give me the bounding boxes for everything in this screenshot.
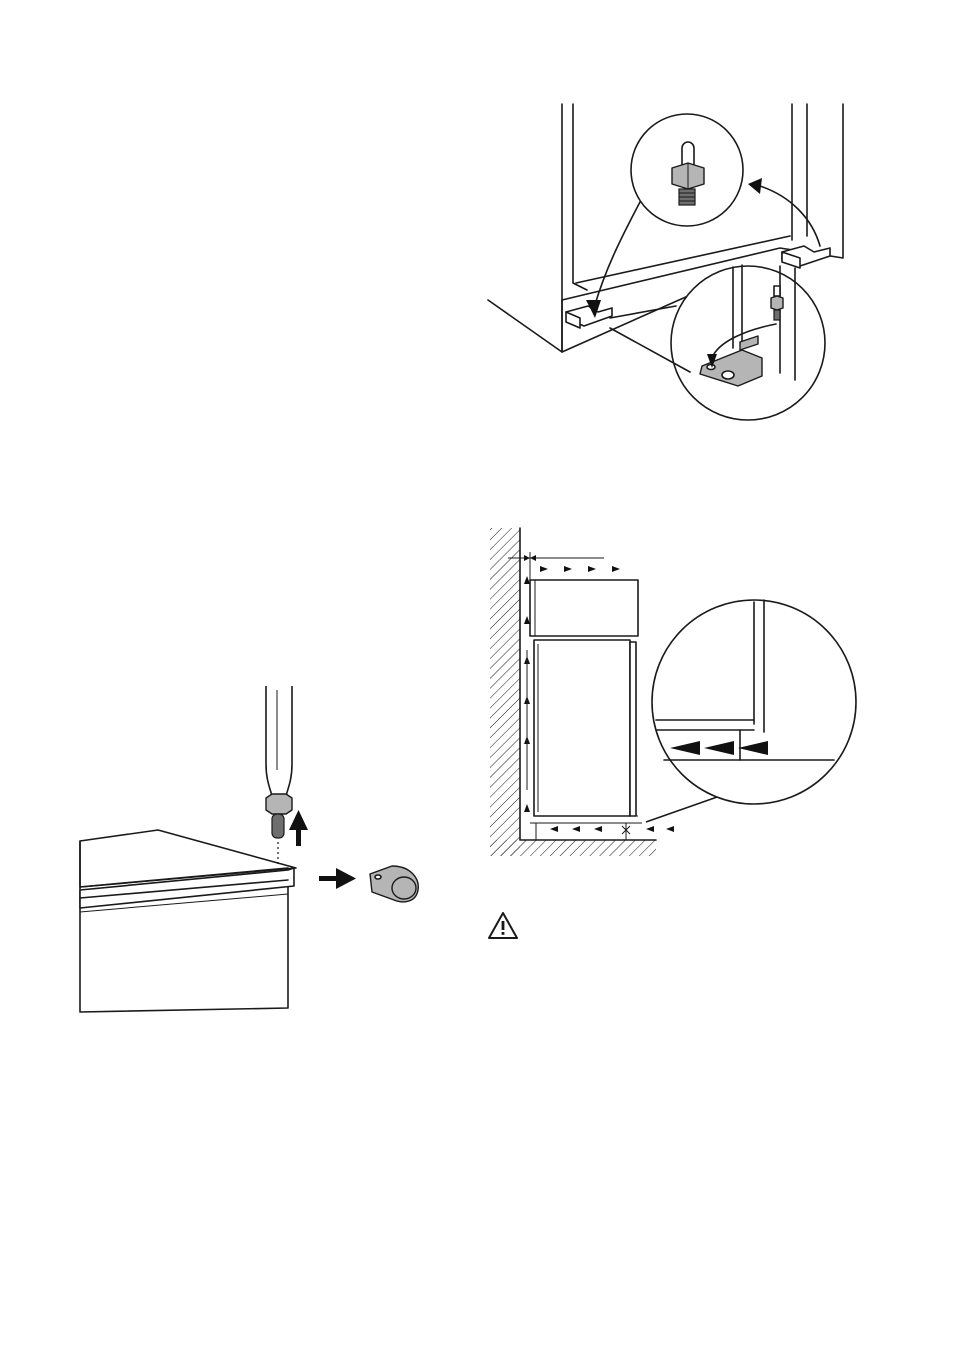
screwdriver-cover-removal-figure (76, 682, 426, 1018)
ventilation-figure (486, 525, 860, 860)
hinge-pin-transfer-figure (486, 100, 856, 425)
warning-triangle-icon (486, 910, 520, 942)
